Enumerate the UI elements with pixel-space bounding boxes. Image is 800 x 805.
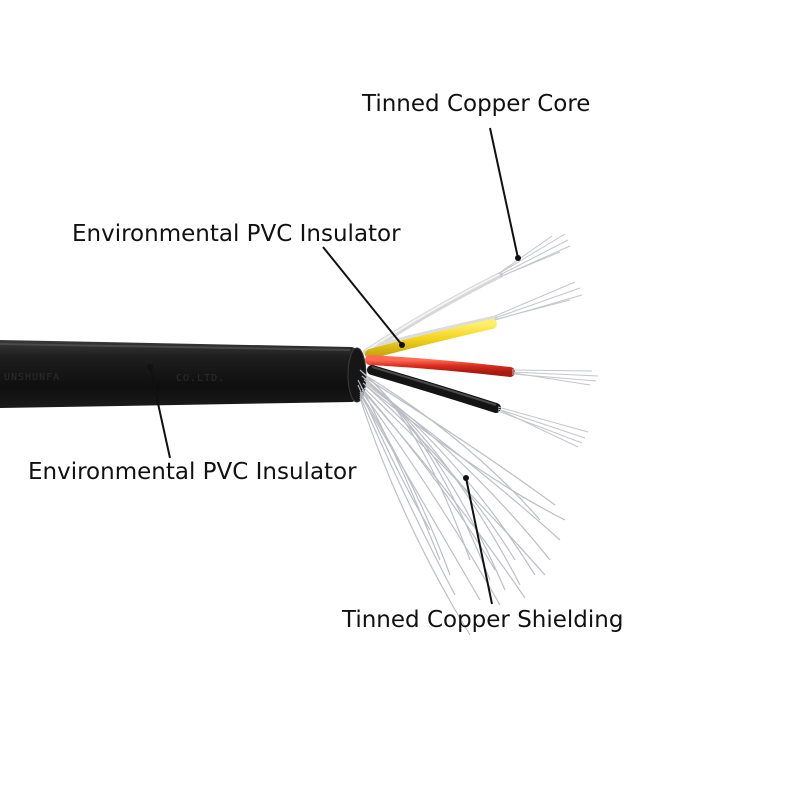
yellow-wire	[365, 319, 497, 359]
leader-shielding	[465, 477, 493, 605]
cable-print-left: UNSHUNFA	[4, 372, 60, 383]
leader-inner-insulator	[322, 246, 403, 346]
leader-dots	[147, 255, 521, 481]
leader-outer-insulator	[149, 366, 171, 459]
label-tinned-copper-core: Tinned Copper Core	[362, 91, 591, 117]
white-wire-2	[377, 281, 583, 348]
cable-print-right: CO.LTD.	[176, 373, 225, 384]
leader-lines	[149, 127, 519, 605]
label-tinned-copper-shielding: Tinned Copper Shielding	[342, 607, 624, 633]
leader-core	[489, 127, 519, 259]
label-inner-insulator: Environmental PVC Insulator	[72, 221, 401, 247]
red-wire	[365, 355, 599, 386]
label-outer-insulator: Environmental PVC Insulator	[28, 459, 357, 485]
black-wire	[367, 365, 589, 448]
shielding-strands	[357, 369, 566, 636]
outer-jacket	[0, 340, 367, 408]
